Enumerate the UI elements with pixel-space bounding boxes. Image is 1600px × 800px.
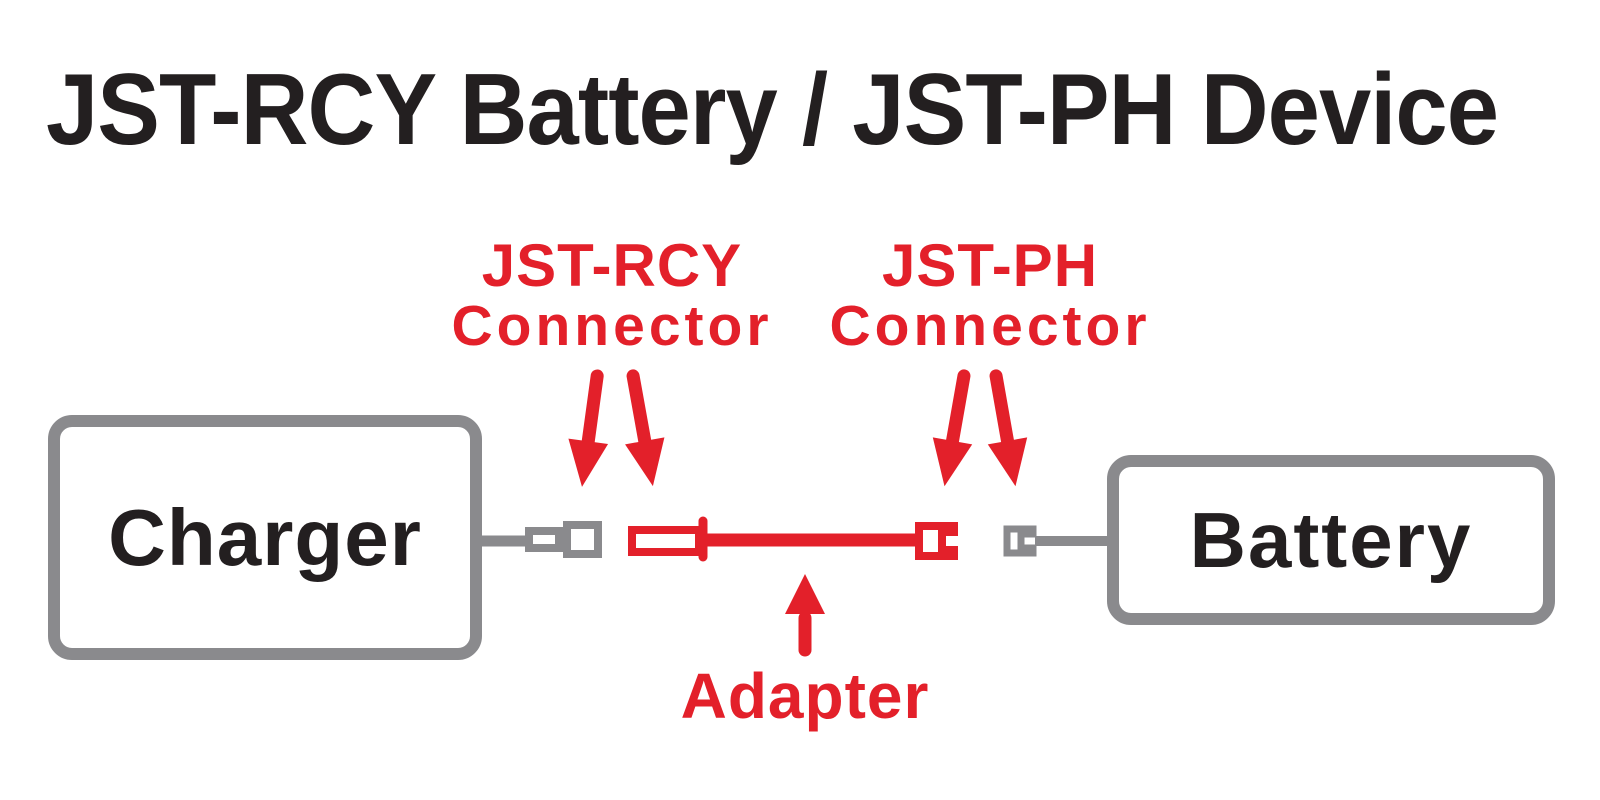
- charger-jst-rcy-connector: [474, 521, 602, 558]
- adapter-arrow: [785, 574, 825, 657]
- jst-rcy-gray-pin: [525, 527, 563, 552]
- adapter-cable: [628, 516, 958, 562]
- battery-jst-ph-connector: [1003, 525, 1114, 557]
- jst-rcy-connector-name: JST-RCY: [481, 232, 743, 299]
- charger-label: Charger: [108, 492, 422, 582]
- jst-ph-gray-socket: [1003, 525, 1037, 557]
- battery-box: Battery: [1107, 455, 1555, 625]
- jst-rcy-connector-label: JST-RCY Connector: [362, 236, 862, 355]
- adapter-label: Adapter: [680, 660, 930, 732]
- jst-ph-connector-word: Connector: [829, 294, 1151, 358]
- charger-box: Charger: [48, 415, 482, 660]
- jst-ph-red-plug: [915, 522, 958, 560]
- jst-rcy-connector-word: Connector: [451, 294, 773, 358]
- jst-rcy-arrow-right: [625, 369, 665, 487]
- jst-ph-connector-name: JST-PH: [881, 232, 1099, 299]
- page-title: JST-RCY Battery / JST-PH Device: [46, 54, 1499, 166]
- jst-rcy-arrow-left: [568, 369, 609, 487]
- jst-rcy-red-housing: [628, 526, 703, 556]
- jst-ph-connector-label: JST-PH Connector: [740, 236, 1240, 355]
- jst-ph-arrow-right: [987, 369, 1028, 487]
- jst-ph-arrow-left: [932, 369, 973, 487]
- battery-label: Battery: [1189, 496, 1473, 584]
- jst-rcy-gray-housing: [563, 521, 602, 558]
